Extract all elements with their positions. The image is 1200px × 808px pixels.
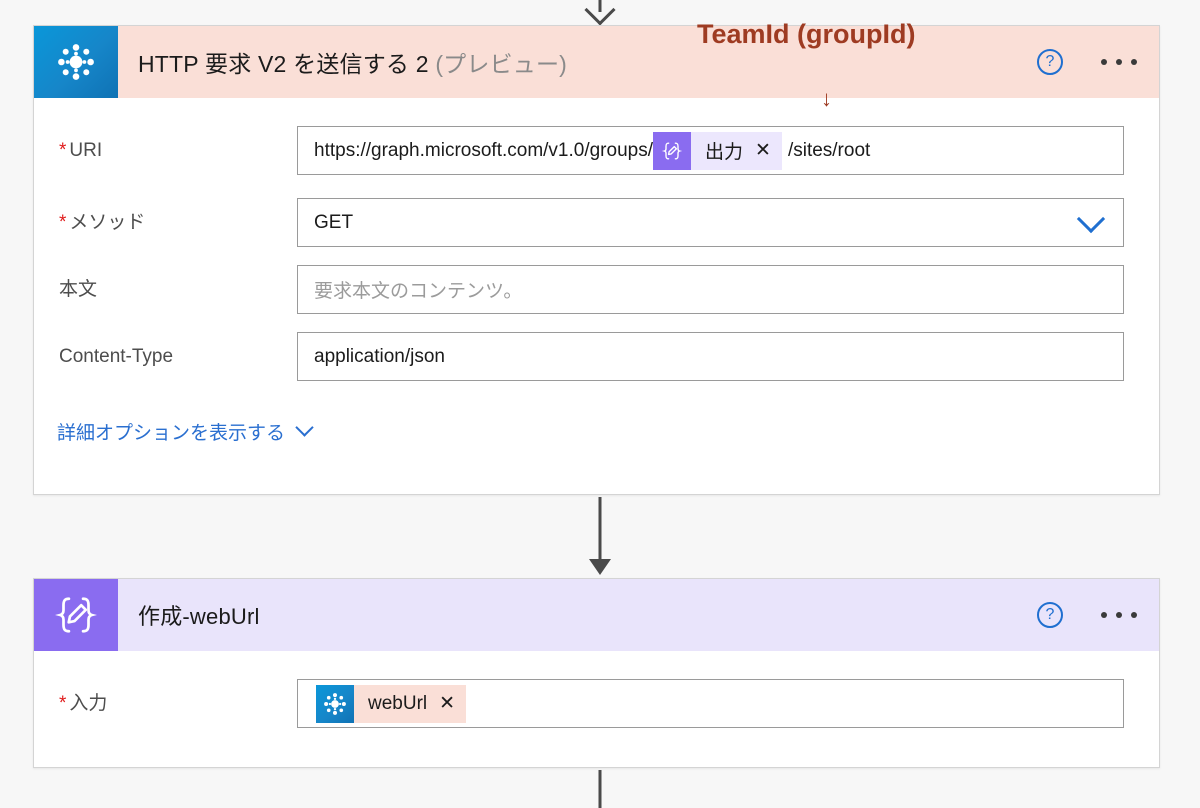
compose-card-header[interactable]: 作成-webUrl ? [34, 579, 1159, 651]
http-card-title-text: HTTP 要求 V2 を送信する 2 [138, 51, 429, 77]
http-request-card: HTTP 要求 V2 を送信する 2 (プレビュー) ? *URI https:… [33, 25, 1160, 495]
uri-label-text: URI [69, 140, 103, 161]
method-label-text: メソッド [69, 212, 146, 233]
inputs-label-text: 入力 [69, 693, 108, 714]
compose-card: 作成-webUrl ? *入力 [33, 578, 1160, 768]
compose-card-body: *入力 [34, 679, 1159, 728]
help-icon[interactable]: ? [1037, 602, 1063, 628]
method-select[interactable]: GET [297, 198, 1124, 247]
body-label-text: 本文 [59, 279, 98, 300]
show-advanced-options-link[interactable]: 詳細オプションを表示する [57, 418, 314, 445]
dynamic-content-token-output[interactable]: 出力 ✕ [653, 131, 782, 170]
token-label-weburl: webUrl [368, 692, 428, 714]
method-label: *メソッド [34, 198, 297, 232]
chevron-down-icon[interactable] [1076, 204, 1106, 233]
annotation-arrow-icon: ↓ [821, 86, 832, 111]
field-row-content-type: Content-Type application/json [34, 332, 1159, 381]
compose-card-title-text: 作成-webUrl [138, 604, 260, 629]
token-body-weburl: webUrl ✕ [354, 684, 467, 723]
field-row-inputs: *入力 [34, 679, 1159, 728]
http-token-icon [316, 684, 354, 723]
field-row-method: *メソッド GET [34, 198, 1159, 247]
body-input[interactable]: 要求本文のコンテンツ。 [297, 265, 1124, 314]
inputs-input[interactable]: webUrl ✕ [297, 679, 1124, 728]
more-options-icon[interactable] [1101, 612, 1137, 618]
compose-card-title: 作成-webUrl [138, 599, 260, 631]
inputs-label: *入力 [34, 679, 297, 713]
compose-token-icon [653, 131, 691, 170]
show-advanced-options-label: 詳細オプションを表示する [57, 423, 286, 444]
content-type-label-text: Content-Type [59, 346, 174, 367]
uri-value-prefix: https://graph.microsoft.com/v1.0/groups/ [314, 139, 653, 161]
uri-label: *URI [34, 126, 297, 160]
http-connector-icon [34, 26, 118, 98]
http-card-body: *URI https://graph.microsoft.com/v1.0/gr… [34, 126, 1159, 445]
method-selected-value: GET [314, 211, 354, 233]
body-placeholder-text: 要求本文のコンテンツ。 [314, 281, 523, 302]
content-type-input[interactable]: application/json [297, 332, 1124, 381]
compose-card-header-actions: ? [1037, 579, 1137, 651]
dynamic-content-token-weburl[interactable]: webUrl ✕ [316, 684, 467, 723]
connector-line-bottom [565, 770, 635, 808]
advanced-options-row: 詳細オプションを表示する [34, 418, 1159, 445]
token-body-output: 出力 ✕ [691, 131, 782, 170]
connector-arrow-top [565, 0, 635, 26]
chevron-down-icon [295, 418, 314, 437]
uri-input[interactable]: https://graph.microsoft.com/v1.0/groups/… [297, 126, 1124, 175]
help-icon[interactable]: ? [1037, 49, 1063, 75]
more-options-icon[interactable] [1101, 59, 1137, 65]
compose-action-icon [34, 579, 118, 651]
uri-value-suffix: /sites/root [787, 139, 871, 161]
token-label-output: 出力 [705, 142, 744, 163]
field-row-uri: *URI https://graph.microsoft.com/v1.0/gr… [34, 126, 1159, 175]
content-type-label: Content-Type [34, 332, 297, 366]
token-remove-icon[interactable]: ✕ [439, 693, 456, 714]
token-remove-icon[interactable]: ✕ [755, 140, 771, 161]
content-type-value: application/json [314, 345, 445, 367]
required-asterisk: * [59, 140, 67, 161]
http-card-header[interactable]: HTTP 要求 V2 を送信する 2 (プレビュー) ? [34, 26, 1159, 98]
required-asterisk: * [59, 693, 67, 714]
field-row-body: 本文 要求本文のコンテンツ。 [34, 265, 1159, 314]
body-label: 本文 [34, 265, 297, 299]
http-card-header-actions: ? [1037, 26, 1137, 98]
http-card-title: HTTP 要求 V2 を送信する 2 (プレビュー) [138, 45, 567, 79]
required-asterisk: * [59, 212, 67, 233]
connector-arrow-middle [565, 497, 635, 575]
http-card-title-preview-suffix: (プレビュー) [435, 51, 568, 77]
annotation-teamid-label: TeamId (groupId) [697, 19, 916, 49]
